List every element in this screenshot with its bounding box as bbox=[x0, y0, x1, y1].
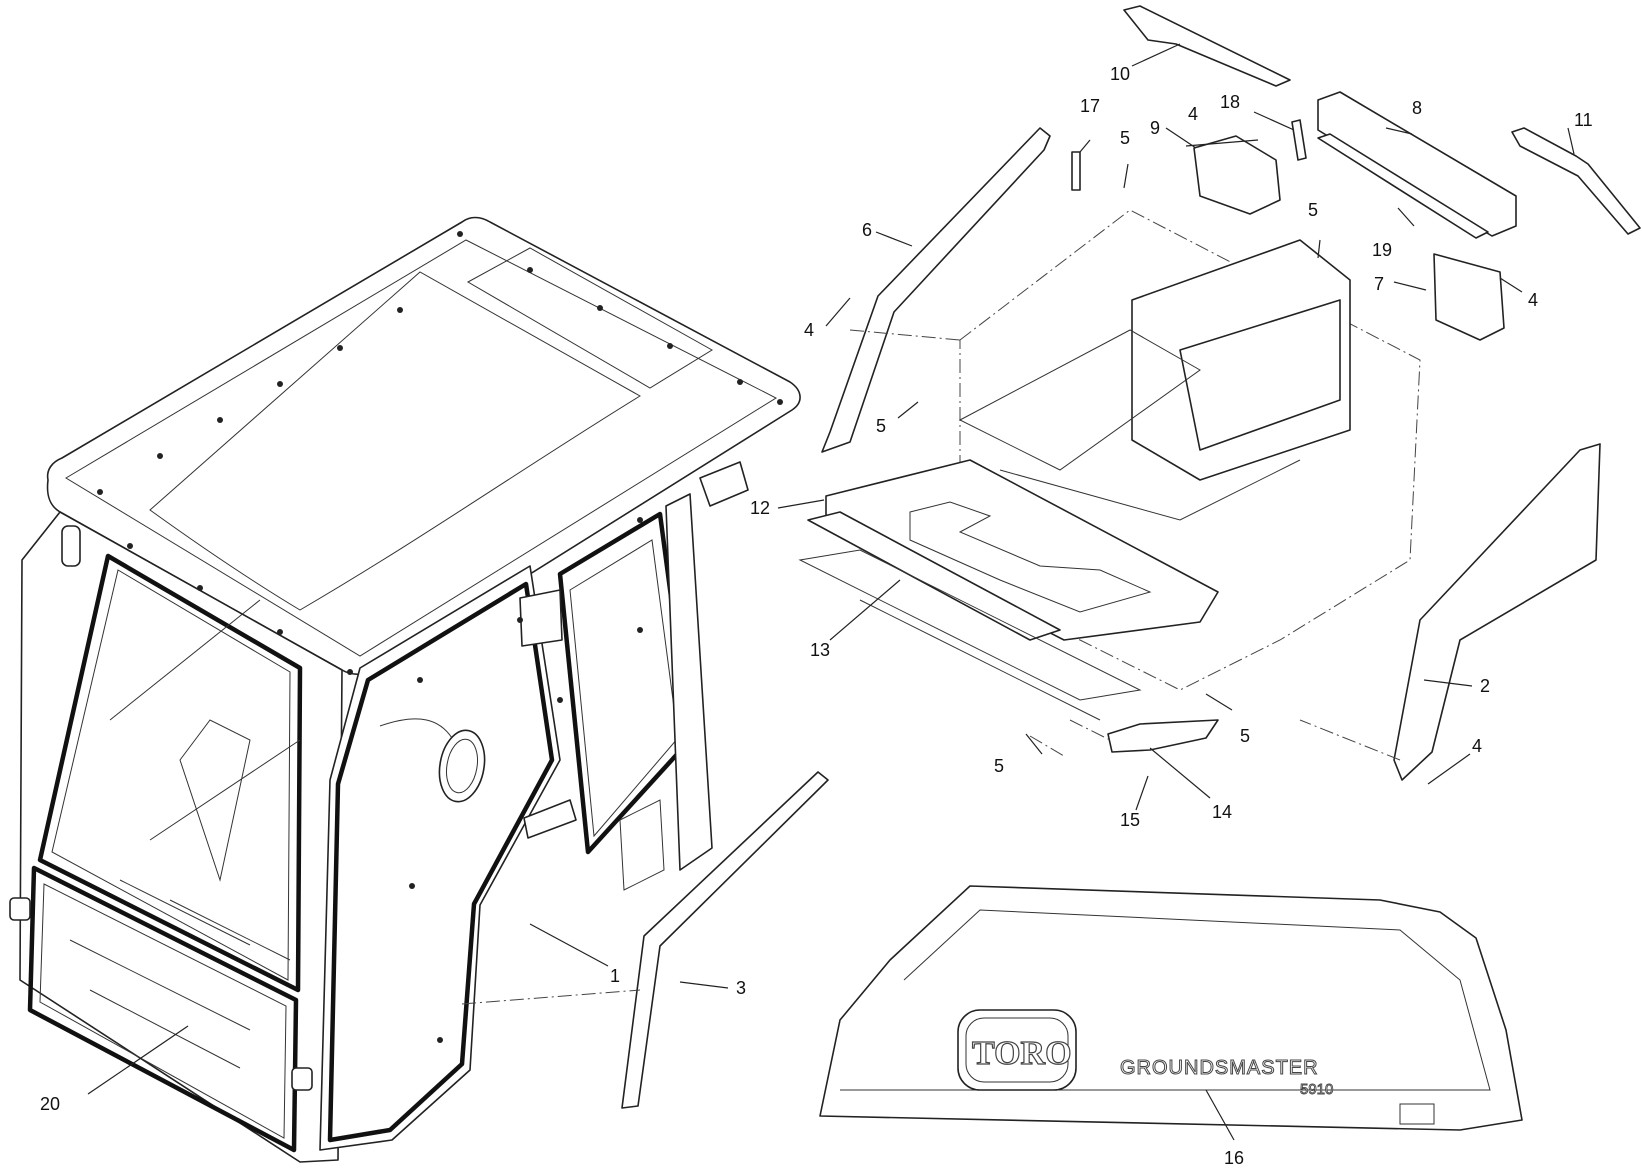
floor-mat-cutout bbox=[909, 501, 1152, 613]
callout-1: 1 bbox=[610, 966, 620, 986]
part-18-tab bbox=[1291, 119, 1307, 161]
part-2-panel bbox=[1393, 443, 1601, 781]
chassis-base bbox=[798, 549, 1142, 721]
platform-inner-lines bbox=[958, 329, 1301, 521]
roof-inner-edge bbox=[65, 239, 778, 657]
callout-2: 2 bbox=[1480, 676, 1490, 696]
leader-lines bbox=[87, 43, 1575, 1141]
callout-15: 15 bbox=[1120, 810, 1140, 830]
toro-logo-text: TORO bbox=[972, 1035, 1072, 1072]
door-handle bbox=[523, 799, 577, 839]
cab-rear-post bbox=[665, 493, 713, 871]
mirror-arm bbox=[379, 718, 453, 739]
callout-5a: 5 bbox=[1120, 128, 1130, 148]
part-7-bracket bbox=[1433, 253, 1505, 341]
callout-11: 11 bbox=[1574, 110, 1593, 130]
interior-post bbox=[109, 599, 301, 882]
side-mirror bbox=[438, 729, 486, 803]
platform-step bbox=[1179, 299, 1341, 451]
lower-front-panel bbox=[39, 883, 287, 1139]
roof-light-right bbox=[699, 461, 749, 507]
callout-7: 7 bbox=[1374, 274, 1384, 294]
callout-18: 18 bbox=[1220, 92, 1240, 112]
callout-10: 10 bbox=[1110, 64, 1130, 84]
callout-17: 17 bbox=[1080, 96, 1100, 116]
front-panel-detail bbox=[69, 939, 251, 1069]
assembly-lines bbox=[461, 329, 1401, 1005]
windshield-glass bbox=[51, 569, 291, 981]
platform-assembly bbox=[461, 5, 1641, 1005]
part-3-strip bbox=[621, 771, 829, 1109]
part-8-channel bbox=[1317, 91, 1517, 237]
rear-side-window bbox=[569, 539, 679, 838]
rivets bbox=[97, 231, 783, 1043]
roof-rear-panel bbox=[466, 247, 713, 389]
callout-4b: 4 bbox=[1188, 104, 1198, 124]
callout-6: 6 bbox=[862, 220, 872, 240]
part-9-bracket bbox=[1193, 135, 1281, 215]
cab-front-frame bbox=[19, 511, 343, 1163]
roof-light-left bbox=[61, 525, 81, 567]
side-mirror-glass bbox=[446, 738, 478, 794]
lower-front-panel-seal bbox=[27, 865, 299, 1153]
door-hinge-upper bbox=[519, 589, 563, 647]
callout-13: 13 bbox=[810, 640, 830, 660]
toro-logo-plate bbox=[957, 1009, 1077, 1091]
callout-12: 12 bbox=[750, 498, 770, 518]
part-19-strip bbox=[1317, 133, 1489, 239]
cab-assembly bbox=[9, 216, 801, 1163]
hood-cover: TORO GROUNDSMASTER 5910 bbox=[819, 885, 1523, 1131]
callout-20: 20 bbox=[40, 1094, 60, 1114]
interior-seat-frame bbox=[119, 879, 291, 961]
rear-pillar-base bbox=[619, 799, 665, 891]
callout-5e: 5 bbox=[994, 756, 1004, 776]
toro-logo-inner bbox=[965, 1017, 1069, 1083]
callout-9: 9 bbox=[1150, 118, 1160, 138]
part-16-hood bbox=[819, 885, 1523, 1131]
right-latch bbox=[291, 1067, 313, 1091]
part-17-tab bbox=[1071, 151, 1081, 191]
callout-5b: 5 bbox=[876, 416, 886, 436]
callout-4a: 4 bbox=[804, 320, 814, 340]
part-11-bar bbox=[1511, 127, 1641, 235]
windshield-seal bbox=[37, 553, 303, 993]
callout-4c: 4 bbox=[1528, 290, 1538, 310]
hood-vent bbox=[1399, 1103, 1435, 1125]
part-6-panel bbox=[821, 127, 1051, 453]
callout-4d: 4 bbox=[1472, 736, 1482, 756]
callout-8: 8 bbox=[1412, 98, 1422, 118]
callout-19: 19 bbox=[1372, 240, 1392, 260]
left-latch bbox=[9, 897, 31, 921]
part-14-bracket bbox=[1107, 719, 1219, 753]
part-13-plate bbox=[807, 511, 1061, 641]
roof-dome bbox=[149, 271, 641, 611]
brand-name-text: GROUNDSMASTER bbox=[1120, 1057, 1319, 1079]
callout-5d: 5 bbox=[1240, 726, 1250, 746]
callouts: 1 2 3 4 4 4 4 5 5 5 5 5 6 7 8 9 10 11 12… bbox=[40, 64, 1593, 1168]
callout-14: 14 bbox=[1212, 802, 1232, 822]
part-10-bar bbox=[1123, 5, 1291, 87]
hood-inner-line bbox=[840, 909, 1491, 1091]
callout-3: 3 bbox=[736, 978, 746, 998]
callout-5c: 5 bbox=[1308, 200, 1318, 220]
model-number-text: 5910 bbox=[1300, 1081, 1333, 1098]
callout-16: 16 bbox=[1224, 1148, 1244, 1168]
